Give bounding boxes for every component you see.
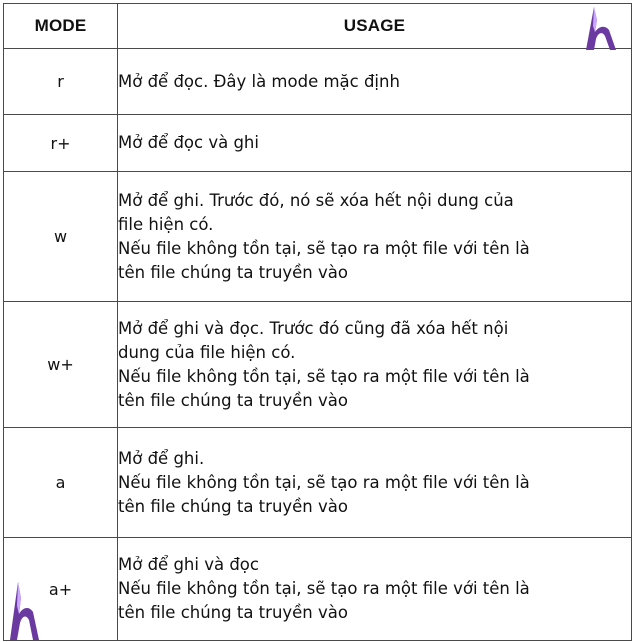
file-modes-table: MODE USAGE r Mở để đọc. Đây là mode mặc … [3, 3, 632, 641]
table-row: r Mở để đọc. Đây là mode mặc định [3, 48, 632, 115]
usage-line: Mở để đọc và ghi [118, 133, 259, 152]
usage-cell: Mở để đọc. Đây là mode mặc định [117, 48, 632, 115]
usage-line: tên file chúng ta truyền vào [118, 262, 348, 282]
mode-value: r+ [50, 133, 71, 153]
usage-line: Mở để ghi. Trước đó, nó sẽ xóa hết nội d… [118, 190, 514, 210]
mode-value: w+ [47, 355, 74, 374]
table-row: r+ Mở để đọc và ghi [3, 114, 632, 172]
mode-header: MODE [3, 3, 118, 49]
usage-cell: Mở để ghi. Nếu file không tồn tại, sẽ tạ… [117, 427, 632, 538]
usage-cell: Mở để ghi. Trước đó, nó sẽ xóa hết nội d… [117, 171, 632, 302]
usage-line: tên file chúng ta truyền vào [118, 496, 348, 516]
header-row: MODE USAGE [3, 3, 632, 50]
mode-cell: r [3, 48, 118, 115]
mode-cell: r+ [3, 114, 118, 172]
h-logo-icon [10, 582, 39, 640]
usage-line: Mở để đọc. Đây là mode mặc định [118, 71, 400, 91]
usage-line: Mở để ghi và đọc [118, 555, 259, 574]
usage-cell: Mở để đọc và ghi [117, 114, 632, 172]
mode-value: r [57, 72, 64, 91]
usage-line: Nếu file không tồn tại, sẽ tạo ra một fi… [118, 579, 530, 598]
usage-line: Mở để ghi và đọc. Trước đó cũng đã xóa h… [118, 318, 509, 338]
table-row: w Mở để ghi. Trước đó, nó sẽ xóa hết nội… [3, 171, 632, 302]
h-logo-icon [586, 7, 616, 50]
table-row: a Mở để ghi. Nếu file không tồn tại, sẽ … [3, 427, 632, 538]
mode-cell: w [3, 171, 118, 302]
usage-header: USAGE [343, 16, 406, 35]
table-row: a+ Mở để ghi và đọc Nếu file không tồn t… [3, 537, 632, 641]
mode-cell: a+ [3, 537, 118, 641]
usage-line: tên file chúng ta truyền vào [118, 390, 348, 410]
usage-cell: Mở để ghi và đọc Nếu file không tồn tại,… [117, 537, 632, 641]
mode-value: a [55, 473, 66, 492]
usage-cell: Mở để ghi và đọc. Trước đó cũng đã xóa h… [117, 301, 632, 428]
usage-line: file hiện có. [118, 214, 214, 234]
usage-line: Nếu file không tồn tại, sẽ tạo ra một fi… [118, 238, 530, 258]
usage-line: dung của file hiện có. [118, 342, 296, 362]
mode-value: a+ [48, 579, 73, 599]
mode-cell: w+ [3, 301, 118, 428]
usage-line: tên file chúng ta truyền vào [118, 603, 348, 622]
usage-line: Mở để ghi. [118, 448, 205, 468]
usage-line: Nếu file không tồn tại, sẽ tạo ra một fi… [118, 366, 530, 386]
usage-line: Nếu file không tồn tại, sẽ tạo ra một fi… [118, 472, 530, 492]
mode-cell: a [3, 427, 118, 538]
usage-header-cell: USAGE [117, 3, 632, 50]
table-row: w+ Mở để ghi và đọc. Trước đó cũng đã xó… [3, 301, 632, 428]
mode-value: w [53, 227, 68, 246]
